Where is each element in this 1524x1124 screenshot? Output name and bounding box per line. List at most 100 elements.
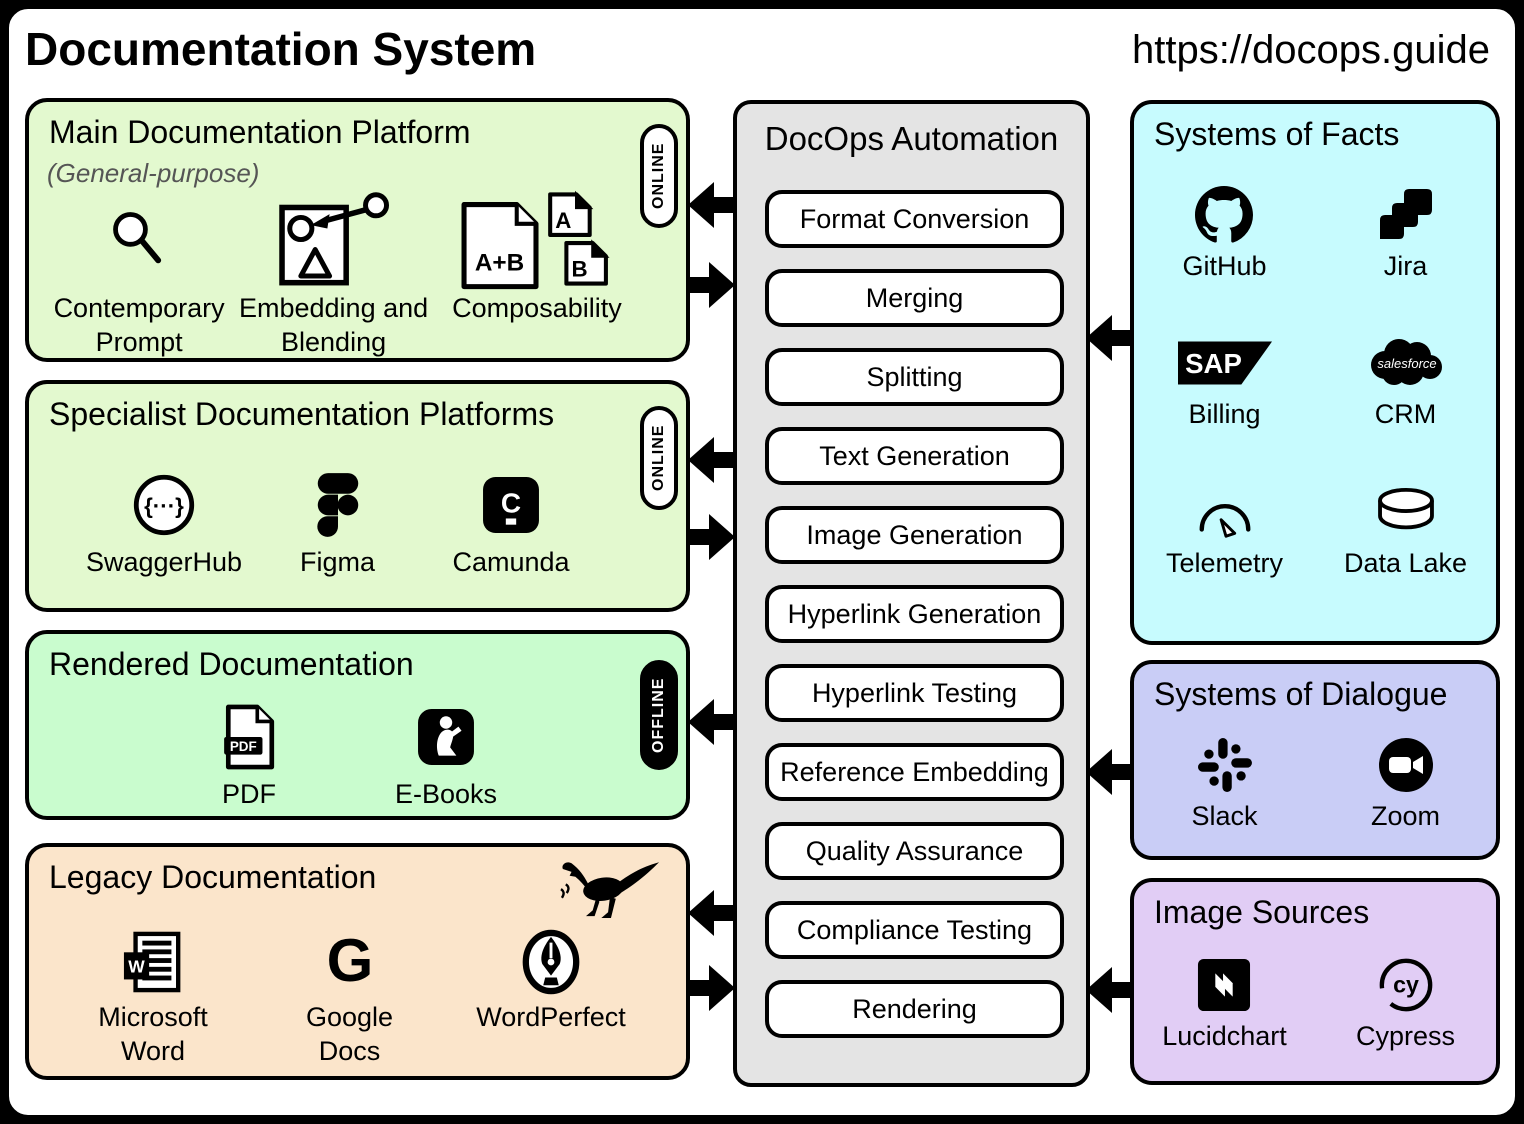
source-label: CRM bbox=[1374, 399, 1437, 430]
tool-label: Figma bbox=[299, 547, 375, 577]
tool-figma: Figma bbox=[263, 468, 413, 580]
arrow-legacy-to-automation bbox=[688, 965, 735, 1011]
zoom-icon bbox=[1378, 734, 1434, 796]
source-jira: Jira bbox=[1378, 184, 1434, 332]
source-label: Slack bbox=[1191, 801, 1258, 831]
source-label: Telemetry bbox=[1165, 547, 1284, 578]
format-label: E-Books bbox=[394, 779, 498, 809]
icon-text-a-plus-b: A+B bbox=[475, 249, 524, 276]
operation-format-conversion[interactable]: Format Conversion bbox=[765, 190, 1064, 248]
operation-quality-assurance[interactable]: Quality Assurance bbox=[765, 822, 1064, 880]
rendered-docs-box: Rendered Documentation OFFLINE PDF PDF bbox=[25, 630, 690, 820]
swaggerhub-icon: {···} bbox=[132, 468, 196, 542]
cypress-icon: cy bbox=[1377, 954, 1435, 1016]
source-github: GitHub bbox=[1182, 184, 1267, 332]
slack-icon bbox=[1197, 734, 1253, 796]
main-platform-features: Contemporary Prompt Embedding and Blendi… bbox=[43, 190, 642, 360]
operation-compliance-testing[interactable]: Compliance Testing bbox=[765, 901, 1064, 959]
source-label: Jira bbox=[1383, 251, 1428, 281]
systems-of-facts-box: Systems of Facts GitHub bbox=[1130, 100, 1500, 645]
source-zoom: Zoom bbox=[1371, 734, 1440, 834]
legacy-docs-title: Legacy Documentation bbox=[49, 859, 377, 895]
feature-label: Contemporary Prompt bbox=[53, 293, 225, 357]
operation-hyperlink-generation[interactable]: Hyperlink Generation bbox=[765, 585, 1064, 643]
icon-text-c: C bbox=[501, 487, 521, 518]
arrow-automation-to-specialist bbox=[688, 437, 735, 483]
offline-badge: OFFLINE bbox=[640, 660, 678, 770]
specialist-platforms-box: Specialist Documentation Platforms ONLIN… bbox=[25, 380, 690, 612]
icon-text-g: G bbox=[326, 929, 373, 994]
rendered-docs-title: Rendered Documentation bbox=[49, 646, 414, 682]
format-label: PDF bbox=[222, 779, 276, 809]
systems-of-dialogue-title: Systems of Dialogue bbox=[1154, 676, 1448, 712]
wordperfect-icon bbox=[520, 927, 582, 997]
automation-operations: Format Conversion Merging Splitting Text… bbox=[765, 190, 1064, 1038]
icon-text-a: A bbox=[555, 208, 571, 233]
search-icon bbox=[104, 190, 174, 288]
icon-text-braces: {···} bbox=[144, 494, 184, 519]
source-label: GitHub bbox=[1182, 251, 1267, 281]
source-label: Zoom bbox=[1370, 801, 1441, 831]
arrow-automation-to-rendered bbox=[688, 699, 735, 745]
operation-splitting[interactable]: Splitting bbox=[765, 348, 1064, 406]
source-slack: Slack bbox=[1191, 734, 1258, 834]
format-pdf: PDF PDF bbox=[169, 700, 329, 812]
icon-text-sap: SAP bbox=[1185, 349, 1242, 380]
tool-label: Google Docs bbox=[305, 1002, 394, 1066]
specialist-platforms-title: Specialist Documentation Platforms bbox=[49, 396, 555, 432]
facts-sources: GitHub Jira bbox=[1134, 184, 1496, 629]
pdf-icon: PDF bbox=[220, 700, 278, 774]
tool-swaggerhub: {···} SwaggerHub bbox=[69, 468, 259, 580]
arrow-automation-to-main-platform bbox=[688, 182, 735, 228]
ebooks-icon bbox=[417, 700, 475, 774]
figma-icon bbox=[316, 468, 360, 542]
source-label: Lucidchart bbox=[1162, 1021, 1287, 1051]
feature-label: Embedding and Blending bbox=[238, 293, 429, 357]
lucidchart-icon bbox=[1197, 954, 1251, 1016]
icon-text-cy: cy bbox=[1393, 972, 1419, 998]
operation-rendering[interactable]: Rendering bbox=[765, 980, 1064, 1038]
composed-documents-icon: A+B A B bbox=[461, 190, 613, 290]
word-icon: W bbox=[122, 927, 184, 997]
arrow-main-platform-to-automation bbox=[688, 262, 735, 308]
image-sources-title: Image Sources bbox=[1154, 894, 1370, 930]
site-url[interactable]: https://docops.guide bbox=[1131, 28, 1490, 72]
dialogue-sources: Slack Zoom bbox=[1134, 734, 1496, 834]
page-title: Documentation System bbox=[25, 23, 537, 75]
image-sources-list: Lucidchart cy Cypress bbox=[1134, 954, 1496, 1054]
operation-reference-embedding[interactable]: Reference Embedding bbox=[765, 743, 1064, 801]
gauge-icon bbox=[1194, 481, 1256, 543]
icon-text-b: B bbox=[571, 256, 587, 281]
tool-label: Microsoft Word bbox=[98, 1002, 208, 1066]
arrow-specialist-to-automation bbox=[688, 514, 735, 560]
icon-text-pdf: PDF bbox=[230, 739, 257, 754]
main-platform-title: Main Documentation Platform bbox=[49, 114, 471, 150]
icon-text-w: W bbox=[128, 957, 145, 977]
image-sources-box: Image Sources Lucidchart cy bbox=[1130, 878, 1500, 1085]
arrow-image-sources-to-automation bbox=[1086, 967, 1133, 1013]
source-data-lake: Data Lake bbox=[1344, 481, 1467, 629]
automation-box: DocOps Automation Format Conversion Merg… bbox=[733, 100, 1090, 1087]
github-icon bbox=[1195, 184, 1254, 246]
tool-label: WordPerfect bbox=[476, 1002, 626, 1032]
operation-text-generation[interactable]: Text Generation bbox=[765, 427, 1064, 485]
main-platform-box: Main Documentation Platform (General-pur… bbox=[25, 98, 690, 362]
operation-hyperlink-testing[interactable]: Hyperlink Testing bbox=[765, 664, 1064, 722]
icon-text-salesforce: salesforce bbox=[1377, 356, 1436, 371]
rendered-formats: PDF PDF E-Books bbox=[169, 700, 526, 812]
source-cypress: cy Cypress bbox=[1356, 954, 1455, 1054]
online-badge: ONLINE bbox=[640, 124, 678, 228]
systems-of-facts-title: Systems of Facts bbox=[1154, 116, 1400, 152]
feature-contemporary-prompt: Contemporary Prompt bbox=[43, 190, 235, 360]
google-docs-icon: G bbox=[318, 927, 382, 997]
tool-label: Camunda bbox=[452, 547, 570, 577]
source-lucidchart: Lucidchart bbox=[1162, 954, 1287, 1054]
tool-label: SwaggerHub bbox=[85, 547, 243, 577]
operation-merging[interactable]: Merging bbox=[765, 269, 1064, 327]
main-platform-subtitle: (General-purpose) bbox=[47, 158, 260, 188]
operation-image-generation[interactable]: Image Generation bbox=[765, 506, 1064, 564]
source-billing: SAP Billing bbox=[1177, 332, 1272, 480]
jira-icon bbox=[1378, 184, 1434, 246]
source-label: Billing bbox=[1188, 399, 1261, 430]
source-telemetry: Telemetry bbox=[1166, 481, 1283, 629]
